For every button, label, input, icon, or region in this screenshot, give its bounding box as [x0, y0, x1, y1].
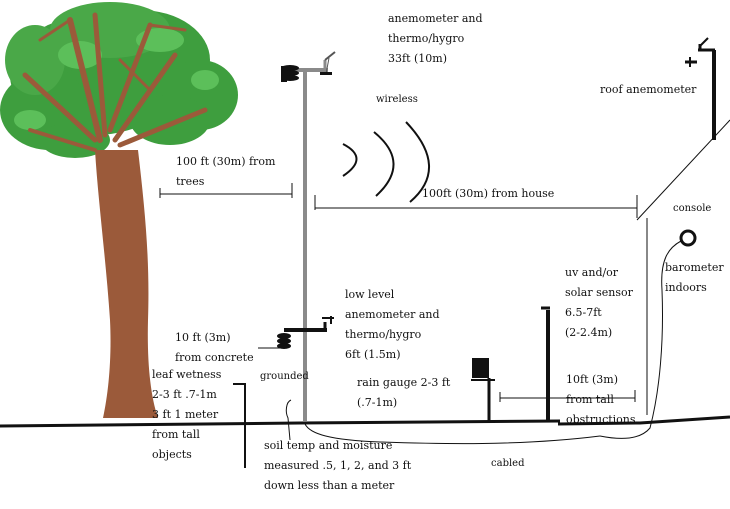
grounded-label: grounded: [260, 371, 309, 382]
obstructions-label: 10ft (3m) from tall obstructions: [566, 373, 636, 426]
obstructions-bracket: [499, 390, 636, 402]
tree-branches: [22, 12, 208, 152]
leaf-wetness-post: [233, 383, 246, 468]
tree-trunk: [95, 150, 158, 418]
ground-line: [0, 415, 730, 428]
wireless-signal-icon: [342, 121, 431, 203]
house-outline: [636, 119, 730, 415]
console-cable: [599, 240, 682, 439]
barometer-console-icon: [679, 229, 697, 247]
thermo-hygro-shield-top: [281, 65, 299, 82]
buried-cable: [304, 423, 601, 445]
concrete-label: 10 ft (3m) from concrete: [175, 331, 254, 364]
house-distance-label: 100ft (30m) from house: [422, 187, 555, 200]
grounding-rod: [285, 399, 292, 441]
trees-distance-bracket: [159, 183, 293, 198]
mast-top-label: anemometer and thermo/hygro 33ft (10m): [388, 12, 483, 65]
leaf-wetness-label: leaf wetness 2-3 ft .7-1m 3 ft 1 meter f…: [152, 368, 222, 461]
wireless-label: wireless: [376, 94, 418, 105]
low-level-label: low level anemometer and thermo/hygro 6f…: [345, 288, 440, 361]
soil-label: soil temp and moisture measured .5, 1, 2…: [264, 439, 412, 492]
rain-gauge-label: rain gauge 2-3 ft (.7-1m): [357, 376, 451, 409]
thermo-hygro-shield-low: [277, 333, 291, 349]
roof-anemometer-mast: [685, 37, 716, 140]
uv-solar-label: uv and/or solar sensor 6.5-7ft (2-2.4m): [565, 266, 633, 339]
tree: [0, 2, 238, 418]
house-distance-bracket: [314, 195, 638, 218]
console-label: console: [673, 203, 712, 214]
roof-anemometer-label: roof anemometer: [600, 83, 697, 96]
rain-gauge: [471, 358, 495, 422]
cabled-label: cabled: [491, 458, 525, 469]
low-level-anemometer-arm: [284, 316, 334, 332]
uv-solar-sensor-post: [541, 306, 550, 422]
trees-distance-label: 100 ft (30m) from trees: [176, 155, 276, 188]
barometer-label: barometer indoors: [665, 261, 724, 294]
main-mast: [295, 51, 336, 421]
